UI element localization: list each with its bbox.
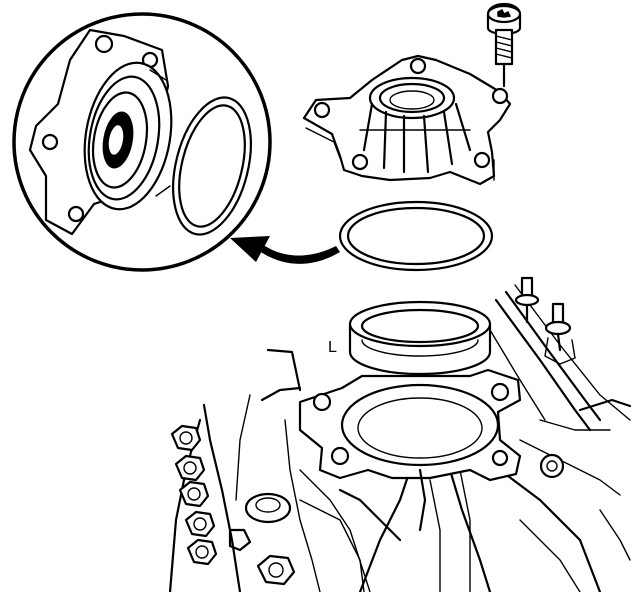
- transmission-housing: [168, 284, 632, 592]
- detail-magnifier: [12, 12, 272, 272]
- torx-bolt: [486, 2, 522, 88]
- bolt-2: [174, 454, 206, 482]
- curved-arrow-icon: [230, 236, 340, 264]
- seal-ring: [348, 300, 492, 376]
- bolt-5: [186, 538, 218, 566]
- stud-pair: [514, 276, 576, 365]
- bolt-stack: [170, 424, 296, 586]
- bolt-3: [178, 480, 210, 508]
- bolt-4: [184, 510, 216, 538]
- bolt-1: [170, 424, 202, 452]
- callout-seal-label: L: [328, 339, 337, 356]
- o-ring: [338, 200, 494, 272]
- bearing-housing: [302, 54, 512, 186]
